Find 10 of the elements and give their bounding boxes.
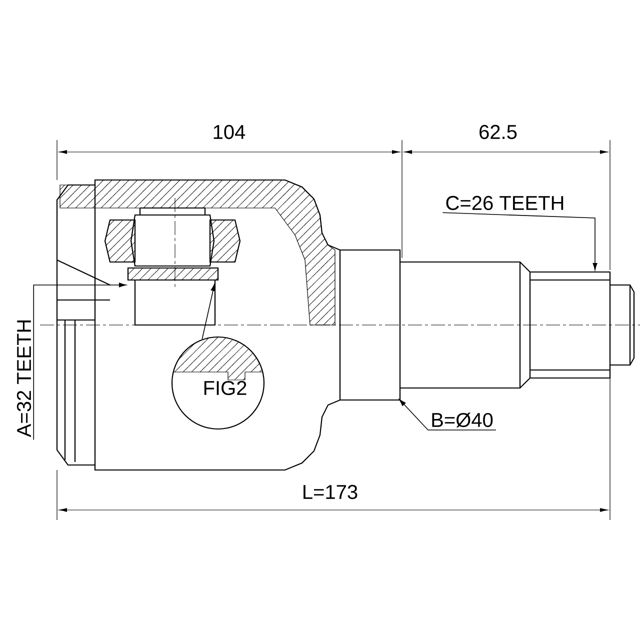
spline-label: A=32 TEETH: [16, 320, 32, 438]
diameter-label: B=Ø40: [432, 412, 493, 428]
dimension-label: L=173: [304, 484, 358, 500]
leader-line: [33, 282, 126, 440]
leader-line: [399, 399, 496, 430]
dimension-label: 62.5: [480, 124, 517, 140]
leader-line: [202, 284, 216, 340]
dimension-label: 104: [214, 124, 246, 140]
spline-label: C=26 TEETH: [446, 196, 564, 210]
leader-line: [442, 212, 598, 270]
